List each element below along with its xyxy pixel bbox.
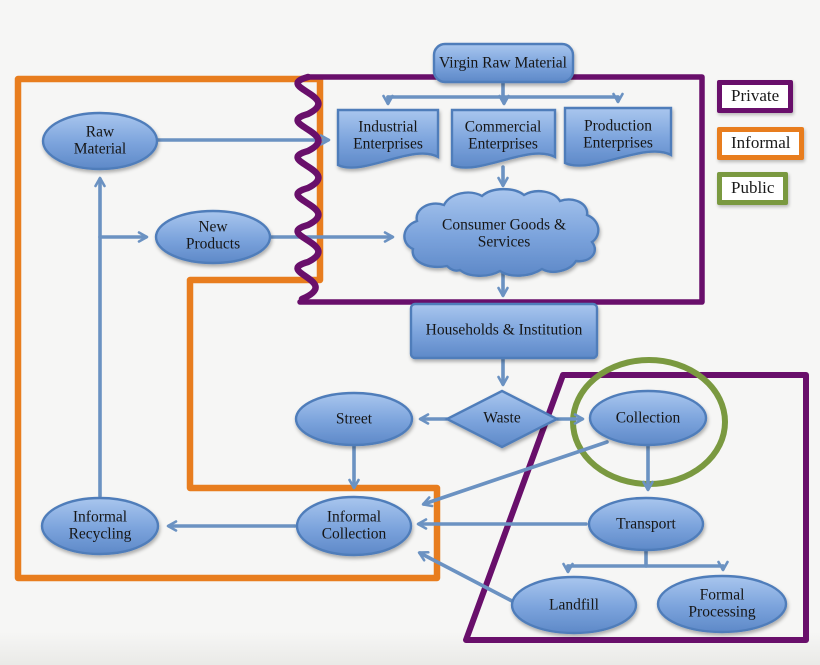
node-collection [588,389,708,447]
node-production-enterprises [563,106,673,167]
node-informal-collection [295,495,413,557]
node-formal-processing [656,574,788,634]
legend-informal: Informal [717,127,805,160]
edge-landfill-to-informalcollection [417,550,514,603]
node-industrial-enterprises [336,108,440,169]
node-new-products [154,209,272,265]
node-transport [587,496,705,552]
node-consumer-goods-services [403,187,600,277]
node-waste [444,389,560,449]
node-commercial-enterprises [450,108,557,169]
legend-private: Private [717,80,794,113]
edge-collection-to-informalcollection [421,440,609,508]
node-virgin-raw-material [432,42,575,84]
legend-public: Public [717,172,789,205]
node-raw-material [41,111,159,171]
private-lower-region-outline [463,372,809,643]
informal-region-outline [14,75,441,582]
node-landfill [510,575,638,635]
node-households-institution [409,302,599,360]
private-region-squiggle-edge [294,73,322,303]
node-informal-recycling [40,496,160,556]
node-street [294,391,414,447]
